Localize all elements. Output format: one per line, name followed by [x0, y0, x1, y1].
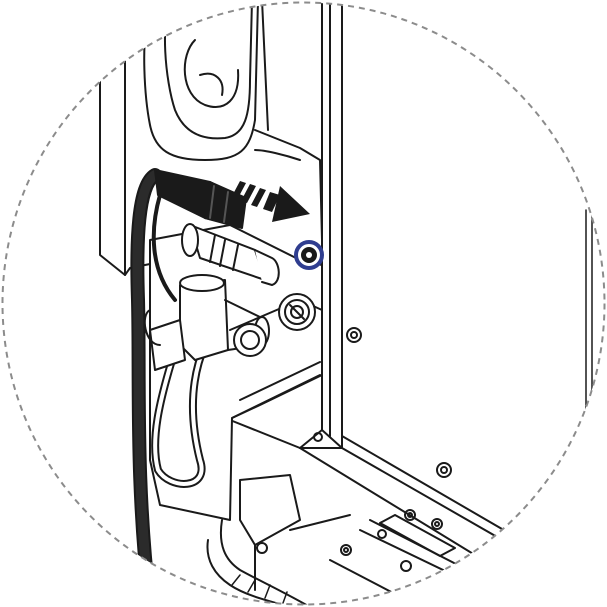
connector-port-icon [233, 323, 267, 357]
screw-icon [432, 586, 444, 598]
screw-icon [256, 542, 268, 554]
white-connector-plug [181, 223, 280, 286]
screw-icon [400, 560, 412, 572]
lower-hose [206, 474, 351, 605]
screw-icon [436, 462, 452, 478]
cable-loop [151, 341, 209, 488]
screw-icon [340, 544, 352, 556]
connector-port-icon [294, 240, 324, 270]
screw-icon [404, 509, 416, 521]
housing-panel [299, 2, 593, 471]
screw-icon [377, 529, 387, 539]
illustration-content [99, 2, 605, 605]
screw-icon [431, 518, 443, 530]
screw-icon [313, 432, 323, 442]
arrow-right-icon [231, 181, 310, 222]
screw-icon [346, 327, 362, 343]
black-connector-plug [154, 169, 247, 229]
connector-port-icon [278, 293, 316, 331]
black-cable [130, 168, 177, 605]
